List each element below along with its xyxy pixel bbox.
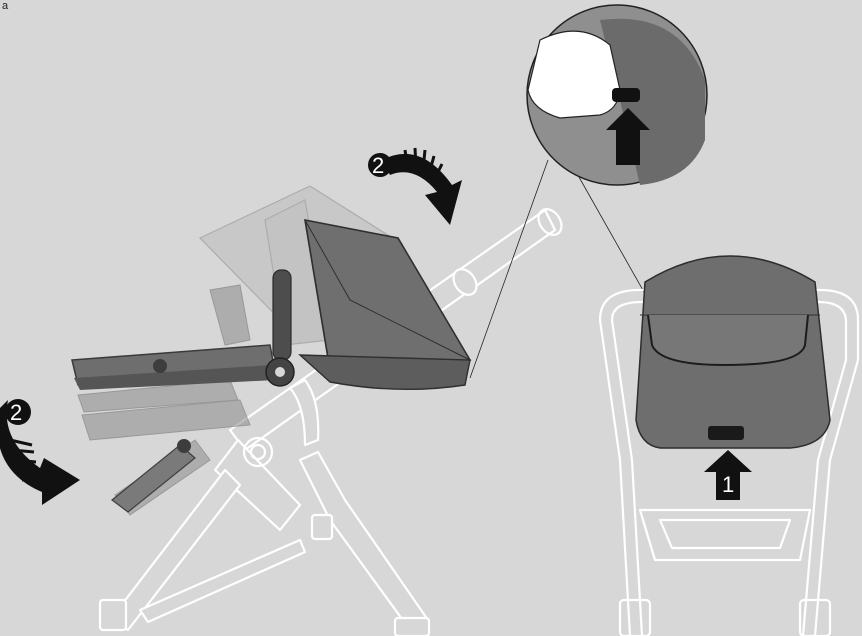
stroller-side-view: 2 2	[0, 148, 566, 636]
curved-arrow-icon	[382, 154, 462, 225]
canopy-step-number: 2	[372, 153, 384, 178]
seat-hinge	[153, 359, 167, 373]
canopy-tilt-arrow: 2	[368, 148, 462, 225]
corner-mark: a	[2, 0, 9, 12]
stroller-rear-view: 1	[600, 256, 858, 636]
backrest-handle	[273, 270, 291, 360]
adapter-joint-center	[275, 367, 285, 377]
release-button	[708, 426, 744, 440]
footrest-hinge	[177, 439, 191, 453]
backrest-ghost	[210, 285, 250, 345]
storage-pocket	[648, 315, 808, 365]
release-button-closeup	[612, 88, 640, 102]
release-step-number: 1	[722, 472, 734, 497]
seat-tilt-arrow: 2	[0, 399, 80, 505]
seat-step-number: 2	[10, 400, 22, 425]
hand-icon	[528, 31, 620, 118]
detail-magnifier	[527, 5, 707, 185]
